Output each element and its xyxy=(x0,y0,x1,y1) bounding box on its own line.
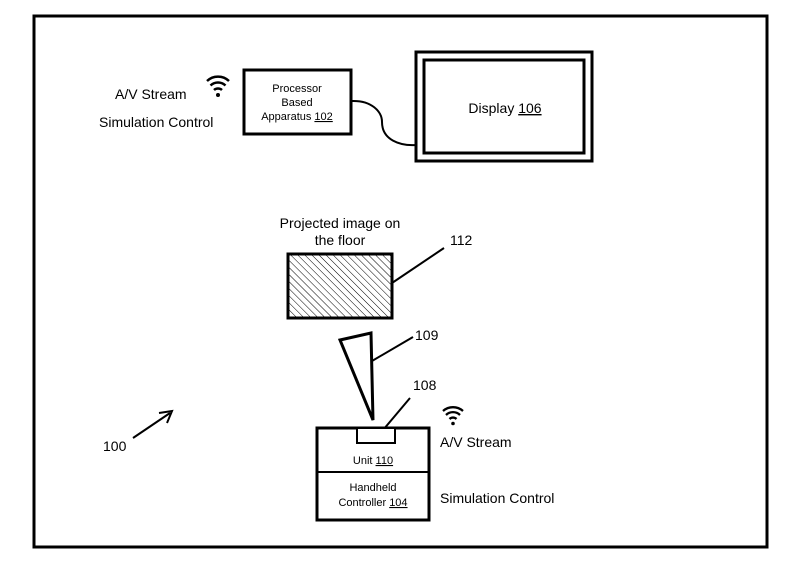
leader-109 xyxy=(371,336,414,362)
projected-label-line2: the floor xyxy=(315,232,366,248)
projector-lens xyxy=(356,427,396,444)
arrow-100-shaft xyxy=(132,412,171,439)
arrow-100-head xyxy=(158,409,174,424)
ref-100: 100 xyxy=(103,438,127,454)
av-stream-label-top: A/V Stream xyxy=(115,86,187,102)
figure-border xyxy=(32,14,769,549)
display-text: Display xyxy=(468,100,518,116)
projected-label-line1: Projected image on xyxy=(280,215,401,231)
display-screen xyxy=(422,58,586,155)
processor-line2: Based xyxy=(281,97,312,109)
unit-ref: 110 xyxy=(376,455,394,467)
ref-108: 108 xyxy=(413,377,437,393)
controller-line1: Handheld xyxy=(349,482,396,494)
wifi-icon xyxy=(206,75,230,97)
projection-beam xyxy=(337,331,375,421)
unit-text: Unit xyxy=(353,455,376,467)
ref-109: 109 xyxy=(415,327,439,343)
processor-ref: 102 xyxy=(314,111,332,123)
leader-112 xyxy=(391,247,445,284)
ref-112: 112 xyxy=(450,232,473,248)
processor-box xyxy=(242,68,353,136)
simulation-control-label-top: Simulation Control xyxy=(99,114,213,130)
processor-line3: Apparatus 102 xyxy=(261,111,333,123)
av-stream-label-bottom: A/V Stream xyxy=(440,434,512,450)
controller-text: Controller xyxy=(338,497,389,509)
simulation-control-label-bottom: Simulation Control xyxy=(440,490,554,506)
controller-ref: 104 xyxy=(389,497,407,509)
display-label: Display 106 xyxy=(468,100,541,116)
projected-image xyxy=(286,252,394,320)
cable xyxy=(350,99,417,147)
unit-label: Unit 110 xyxy=(353,455,393,467)
display-ref: 106 xyxy=(518,100,542,116)
controller-line2: Controller 104 xyxy=(338,497,407,509)
processor-line1: Processor xyxy=(272,83,322,95)
processor-line3-text: Apparatus xyxy=(261,111,314,123)
wifi-icon xyxy=(442,406,464,426)
